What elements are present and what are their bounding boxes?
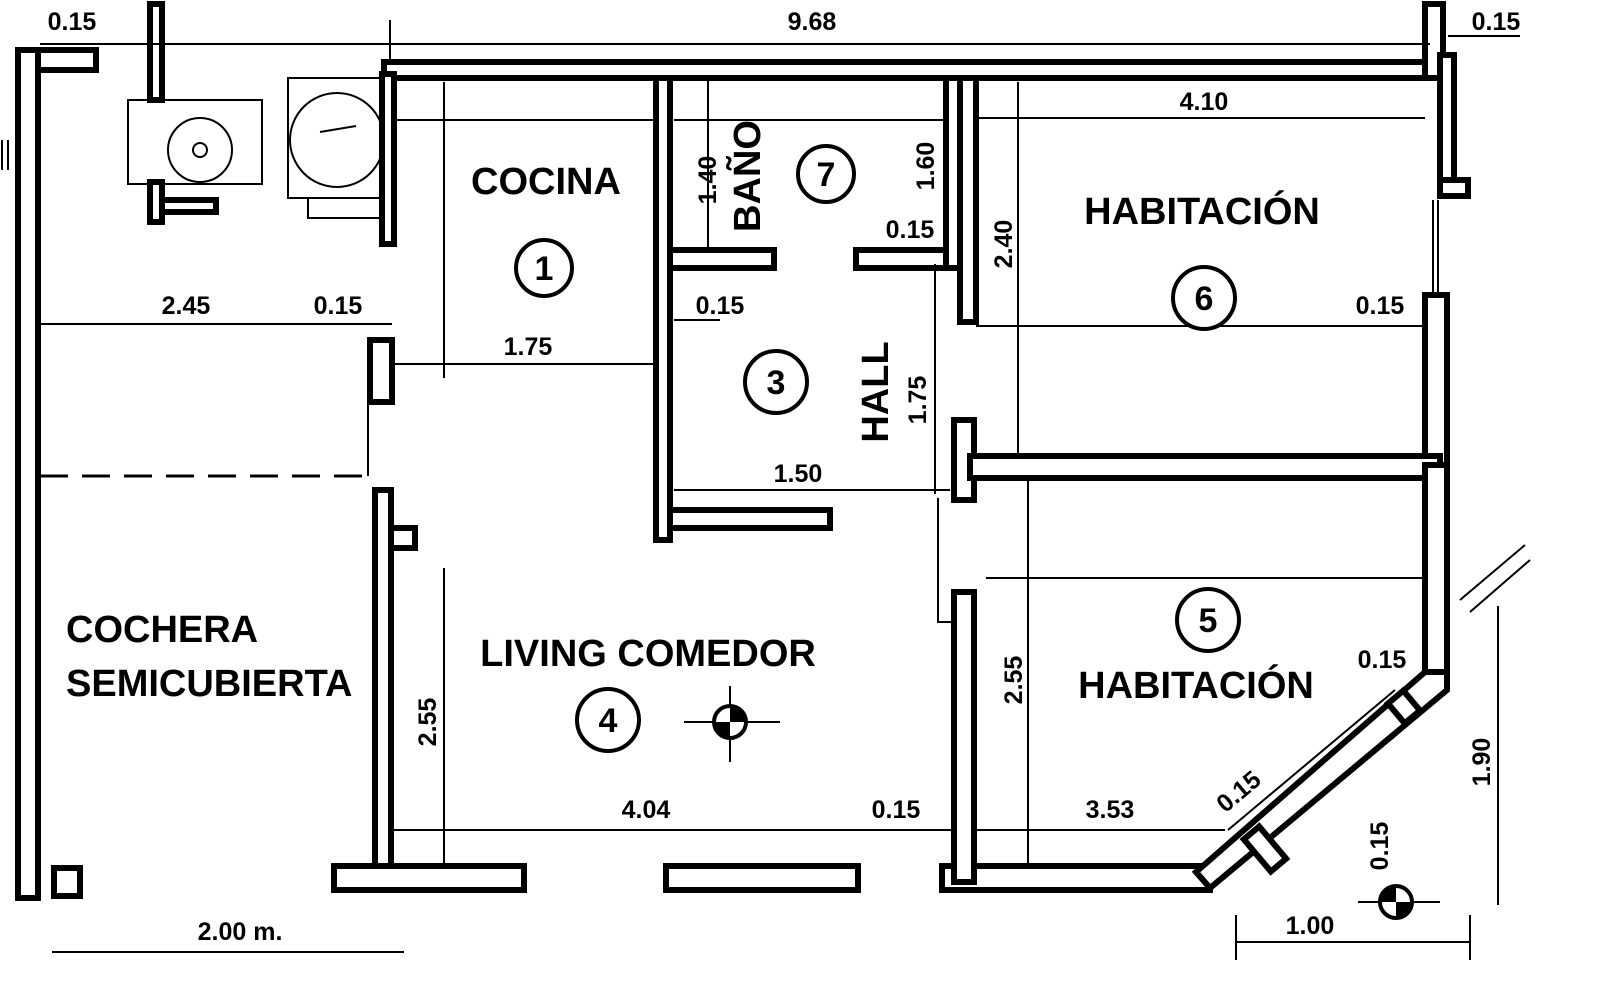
dim-text: 2.40 bbox=[990, 220, 1018, 269]
dim-text: 0.15 bbox=[696, 292, 745, 320]
dim-text: 1.75 bbox=[904, 376, 932, 425]
room-number-hall: 3 bbox=[767, 364, 786, 402]
wall-left-foot bbox=[51, 865, 83, 899]
wall-right-mid bbox=[1422, 292, 1450, 468]
dim-text: 0.15 bbox=[1211, 765, 1266, 818]
wall-hab-divider bbox=[967, 453, 1443, 481]
dim-text: 9.68 bbox=[788, 8, 837, 36]
dim-text: 4.10 bbox=[1180, 88, 1229, 116]
dim-text: 2.55 bbox=[1000, 656, 1028, 705]
wall-right-lower bbox=[1422, 462, 1450, 678]
dim-text: 0.15 bbox=[1472, 8, 1521, 36]
hall-edge bbox=[937, 498, 954, 623]
room-number-circle bbox=[1171, 265, 1237, 331]
walls bbox=[15, 1, 1471, 901]
room-number-circle bbox=[1175, 587, 1241, 653]
fixture-ledge bbox=[159, 197, 219, 215]
water-heater-icon bbox=[289, 92, 385, 188]
heater-base bbox=[307, 197, 385, 219]
dim-text: 0.15 bbox=[1358, 646, 1407, 674]
dim-text: 1.00 bbox=[1286, 912, 1335, 940]
sink-icon bbox=[167, 117, 233, 183]
wall-right-upper bbox=[1437, 52, 1457, 198]
wall-right-upper-stub bbox=[1437, 177, 1471, 199]
dim-text: 4.04 bbox=[622, 796, 671, 824]
wall-hab6-left bbox=[957, 75, 979, 325]
wall-bano-bottom-left bbox=[667, 247, 777, 271]
wall-top bbox=[381, 59, 1457, 81]
room-label-cochera-line1: COCHERA bbox=[66, 609, 258, 651]
sink-box bbox=[127, 99, 263, 185]
window-line bbox=[1459, 544, 1526, 601]
dim-text: 2.45 bbox=[162, 292, 211, 320]
room-label-cochera-line2: SEMICUBIERTA bbox=[66, 663, 352, 705]
heater-mark bbox=[319, 125, 357, 133]
wall-diagonal-window bbox=[1383, 686, 1425, 728]
room-number-circle bbox=[743, 349, 809, 415]
window-line bbox=[1469, 559, 1531, 613]
room-label-living: LIVING COMEDOR bbox=[480, 633, 816, 675]
wall-bottom-1 bbox=[331, 863, 527, 893]
dim-text: 0.15 bbox=[1356, 292, 1405, 320]
room-number-hab6: 6 bbox=[1195, 280, 1214, 318]
dim-text: 1.50 bbox=[774, 460, 823, 488]
dimension-lines bbox=[40, 20, 1520, 960]
wall-bottom-3 bbox=[939, 863, 1213, 893]
scale-label: 2.00 m. bbox=[198, 918, 283, 946]
room-number-living: 4 bbox=[599, 702, 618, 740]
dim-text: 0.15 bbox=[48, 8, 97, 36]
dim-text: 1.90 bbox=[1468, 738, 1496, 787]
room-number-circle bbox=[575, 687, 641, 753]
wall-hall-bottom bbox=[667, 507, 833, 531]
dim-text: 1.75 bbox=[504, 333, 553, 361]
room-number-bano: 7 bbox=[817, 156, 836, 194]
dim-diagonal bbox=[1227, 689, 1396, 831]
wall-left bbox=[15, 47, 41, 901]
room-number-circle bbox=[796, 144, 856, 204]
wall-cocina-jamb bbox=[367, 337, 395, 405]
dim-text: 1.60 bbox=[912, 142, 940, 191]
wall-diagonal-stub bbox=[1239, 822, 1291, 876]
room-number-hab5: 5 bbox=[1199, 602, 1218, 640]
level-marker-icon bbox=[1378, 884, 1414, 920]
dim-text: 0.15 bbox=[314, 292, 363, 320]
room-label-hall: HALL bbox=[855, 341, 897, 442]
room-label-cocina: COCINA bbox=[471, 161, 621, 203]
dim-text: 0.15 bbox=[872, 796, 921, 824]
room-number-cocina: 1 bbox=[535, 250, 554, 288]
room-label-bano: BAÑO bbox=[725, 120, 769, 232]
room-label-hab5: HABITACIÓN bbox=[1078, 663, 1314, 707]
laundry-fixtures bbox=[127, 77, 385, 225]
wall-hab5-left bbox=[951, 589, 977, 885]
level-marker-icon bbox=[684, 686, 780, 762]
wall-living-stub bbox=[388, 525, 418, 551]
drain-icon bbox=[192, 142, 208, 158]
dim-text: 1.40 bbox=[694, 156, 722, 205]
room-number-circle bbox=[514, 238, 574, 298]
dim-text: 0.15 bbox=[886, 216, 935, 244]
heater-box bbox=[287, 77, 385, 199]
wall-bano-left bbox=[653, 75, 673, 543]
dim-text: 2.55 bbox=[414, 698, 442, 747]
wall-top-left-post bbox=[147, 1, 165, 103]
dim-text: 0.15 bbox=[1366, 822, 1394, 871]
room-label-hab6: HABITACIÓN bbox=[1084, 189, 1320, 233]
dim-text: 3.53 bbox=[1086, 796, 1135, 824]
wall-bottom-2 bbox=[663, 863, 861, 893]
